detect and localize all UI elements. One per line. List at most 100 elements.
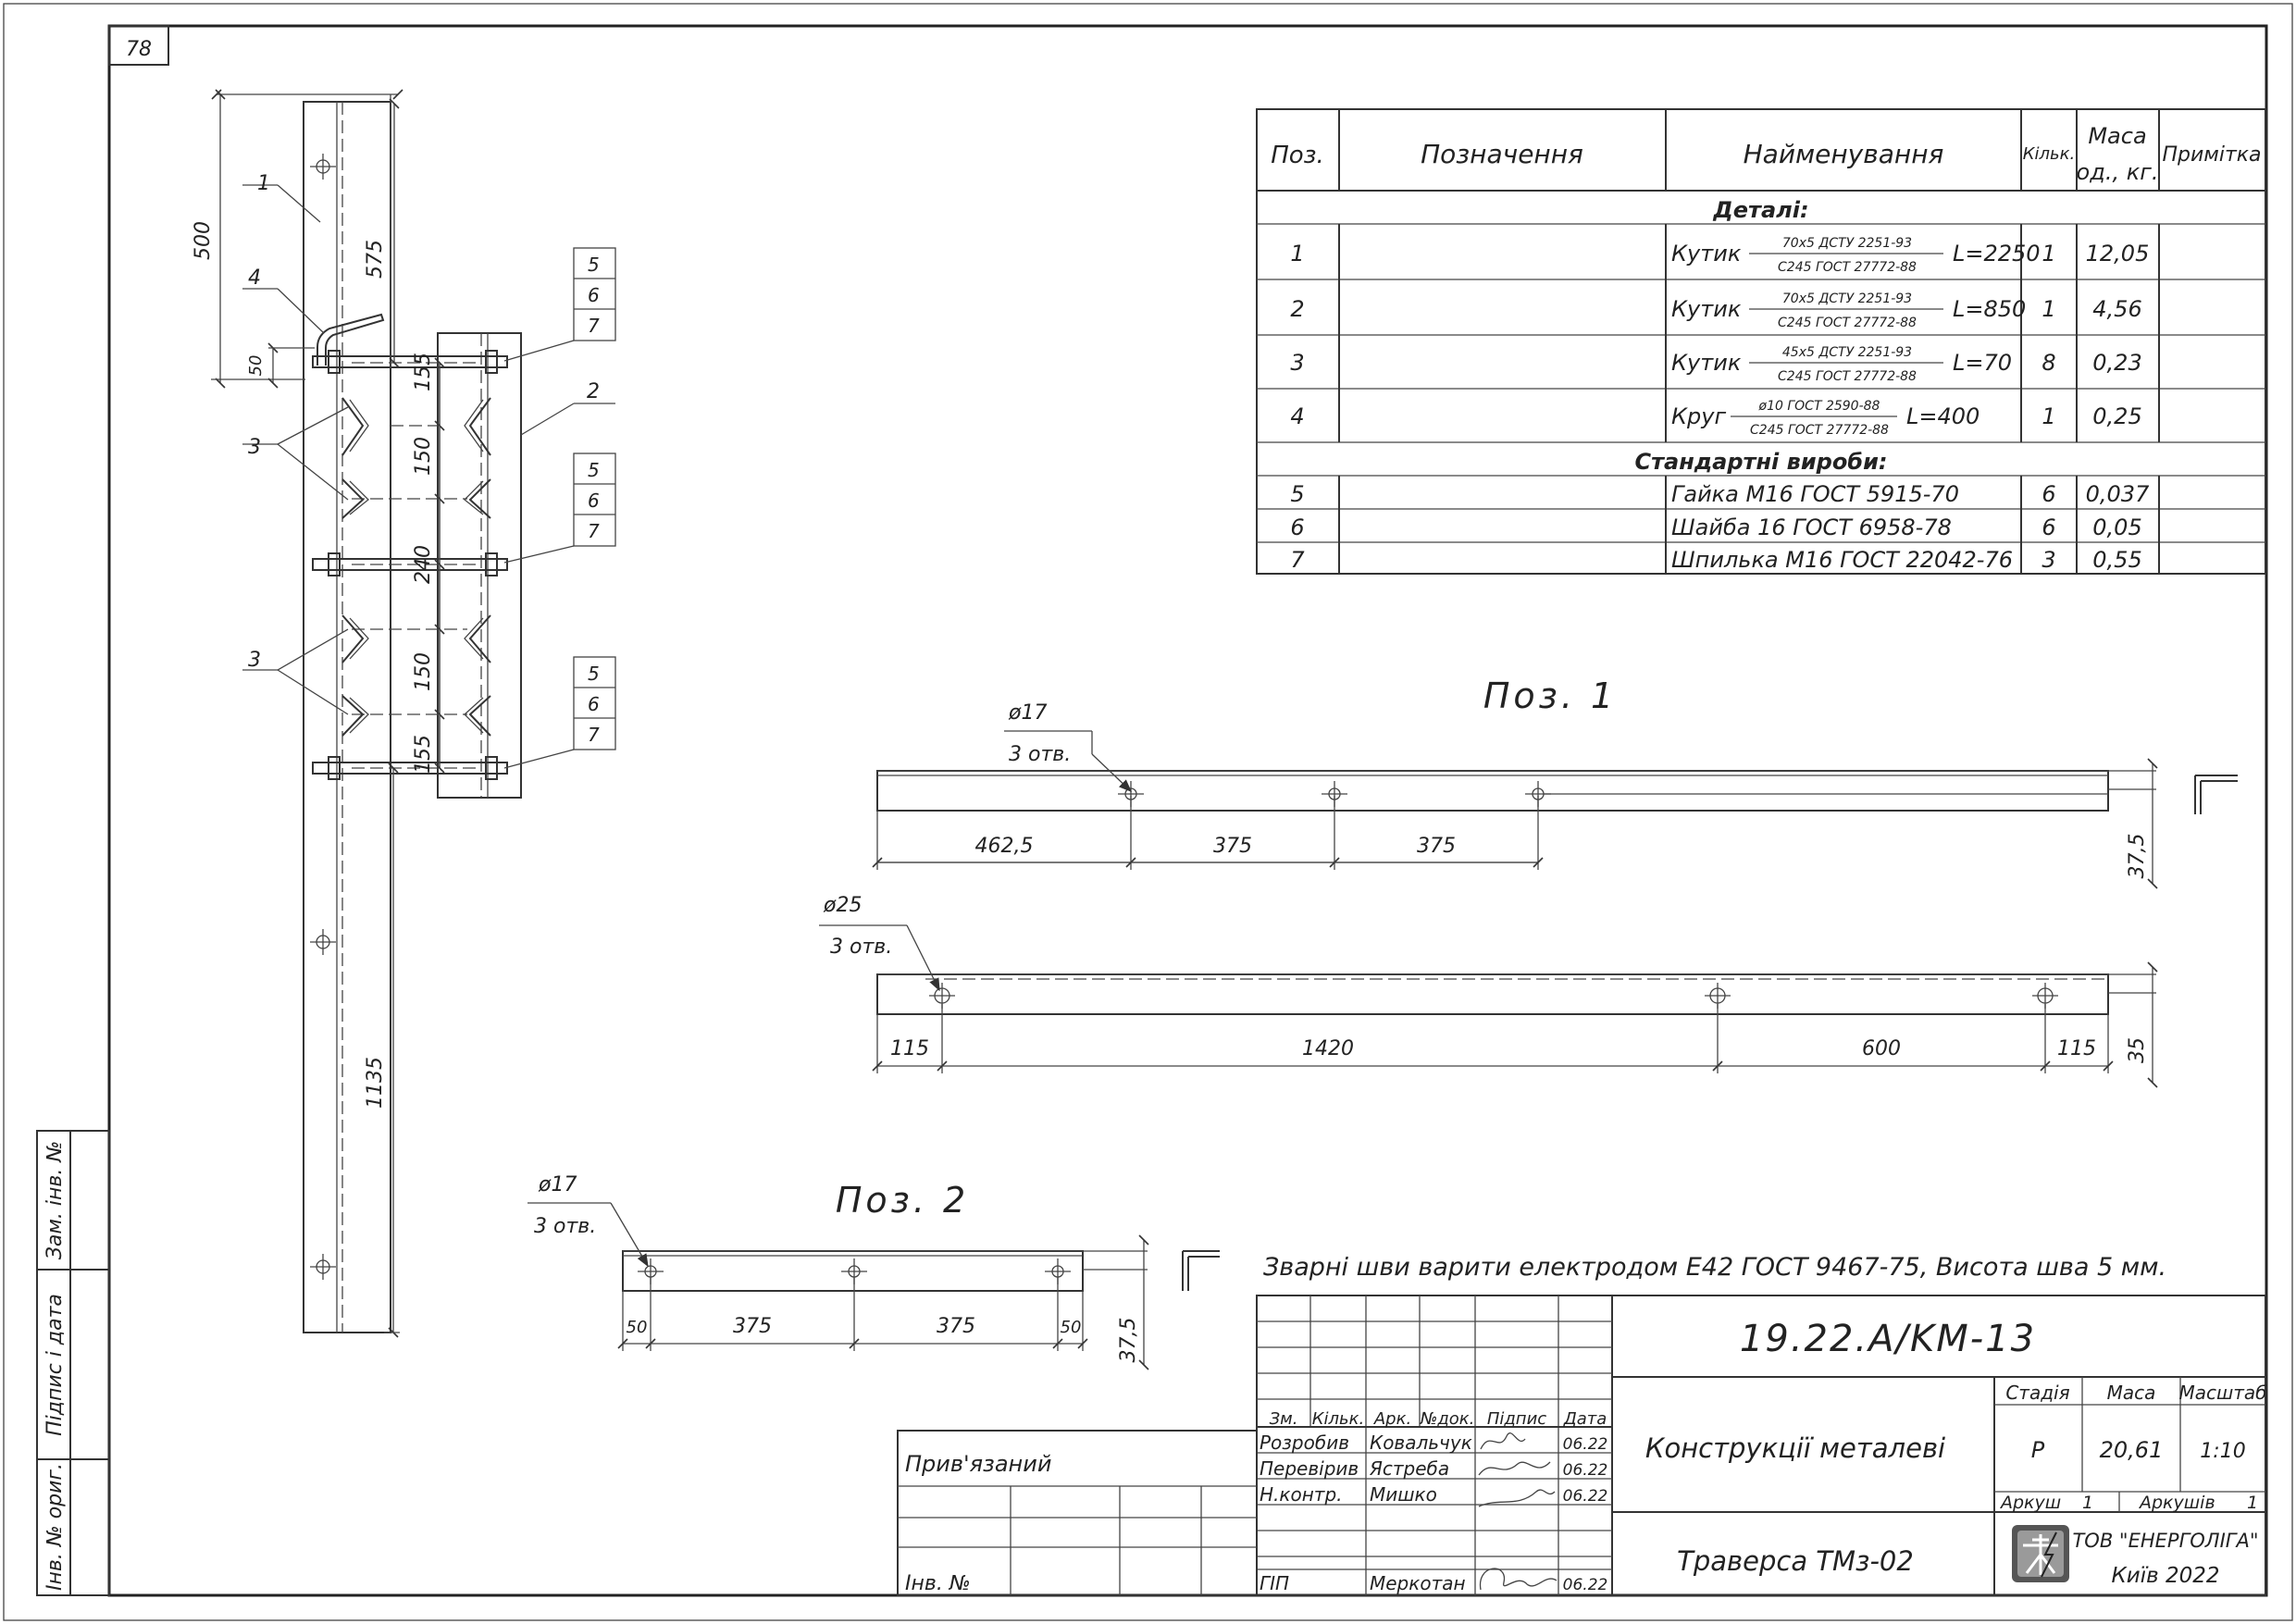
th-mass1: Маса [2088, 123, 2146, 149]
svg-text:1: 1 [2042, 241, 2055, 267]
svg-text:06.22: 06.22 [1563, 1487, 1608, 1506]
callout-1: 1 [257, 172, 270, 195]
company-name: ТОВ "ЕНЕРГОЛІГА" [2072, 1530, 2258, 1552]
pos1-dim-1420: 1420 [1302, 1037, 1354, 1060]
callout-3a: 3 [248, 436, 261, 459]
dim-240: 240 [412, 545, 435, 584]
spec-row: 4 Круг ø10 ГОСТ 2590-88 С245 ГОСТ 27772-… [1290, 399, 2141, 438]
dim-150-a: 150 [412, 437, 435, 476]
svg-text:Ястреба: Ястреба [1369, 1457, 1449, 1480]
svg-text:1: 1 [2042, 403, 2055, 429]
svg-text:ø10 ГОСТ 2590-88: ø10 ГОСТ 2590-88 [1758, 399, 1880, 414]
svg-text:06.22: 06.22 [1563, 1576, 1608, 1594]
signer-row: Розробив Ковальчук 06.22 [1260, 1432, 1607, 1454]
th-name: Найменування [1744, 139, 1944, 169]
svg-text:С245 ГОСТ 27772-88: С245 ГОСТ 27772-88 [1750, 423, 1889, 438]
signer-row: ГІП Меркотан 06.22 [1260, 1572, 1607, 1594]
svg-text:0,037: 0,037 [2086, 481, 2150, 507]
svg-text:6: 6 [2042, 481, 2055, 507]
spec-row: 2 Кутик 70x5 ДСТУ 2251-93 С245 ГОСТ 2777… [1290, 291, 2141, 330]
small-angles-pos3 [341, 397, 491, 737]
callout-3b: 3 [248, 649, 261, 672]
angle-pos1 [303, 101, 391, 1333]
pos2-hole-count: 3 отв. [534, 1215, 596, 1238]
svg-text:2: 2 [1290, 296, 1304, 322]
studs [312, 350, 508, 780]
pos1-dim-35: 35 [2126, 1037, 2149, 1063]
callout-7b: 7 [588, 520, 600, 542]
dim-1135: 1135 [364, 1057, 387, 1109]
svg-text:6: 6 [1290, 514, 1304, 540]
svg-text:L=850: L=850 [1953, 296, 2026, 322]
stage-value: Р [2031, 1437, 2045, 1463]
svg-text:Гайка М16 ГОСТ 5915-70: Гайка М16 ГОСТ 5915-70 [1671, 481, 1959, 507]
th-designation: Позначення [1421, 139, 1583, 169]
col-zm: Зм. [1270, 1409, 1298, 1429]
svg-text:8: 8 [2042, 350, 2055, 376]
svg-text:70x5 ДСТУ 2251-93: 70x5 ДСТУ 2251-93 [1782, 291, 1912, 306]
svg-text:С245 ГОСТ 27772-88: С245 ГОСТ 27772-88 [1778, 260, 1917, 275]
th-pos: Поз. [1271, 142, 1324, 169]
svg-text:06.22: 06.22 [1563, 1435, 1608, 1454]
pos1-dim-375b: 375 [1417, 835, 1456, 858]
svg-text:ГІП: ГІП [1260, 1572, 1289, 1594]
dim-575: 575 [364, 240, 387, 279]
callout-2: 2 [587, 380, 600, 403]
dim-155-bottom: 155 [412, 735, 435, 774]
sheet-label: Аркуш [1999, 1493, 2061, 1513]
sheet-number: 78 [126, 38, 152, 61]
inv-label: Інв. № [905, 1572, 971, 1595]
callout-leaders [242, 184, 616, 769]
svg-text:06.22: 06.22 [1563, 1461, 1608, 1480]
svg-text:3: 3 [2042, 547, 2055, 573]
spec-table [1256, 108, 2266, 575]
pos1-hole1-count: 3 отв. [1009, 743, 1071, 766]
spec-row: 6 Шайба 16 ГОСТ 6958-78 6 0,05 [1290, 514, 2141, 540]
angle-pos2 [437, 332, 522, 799]
pos2-dim-50b: 50 [1061, 1318, 1082, 1337]
svg-text:1: 1 [2042, 296, 2055, 322]
callout-6c: 6 [588, 693, 600, 715]
dim-155-top: 155 [412, 353, 435, 391]
svg-text:С245 ГОСТ 27772-88: С245 ГОСТ 27772-88 [1778, 369, 1917, 384]
spec-row: 7 Шпилька М16 ГОСТ 22042-76 3 0,55 [1290, 547, 2141, 573]
pos1-dim-462: 462,5 [975, 835, 1034, 858]
col-kilk: Кільк. [1312, 1409, 1365, 1429]
side-sign-date: Підпис і дата [43, 1294, 67, 1436]
spec-row: 3 Кутик 45x5 ДСТУ 2251-93 С245 ГОСТ 2777… [1290, 345, 2141, 384]
svg-text:0,25: 0,25 [2092, 403, 2141, 429]
svg-text:12,05: 12,05 [2086, 241, 2150, 267]
svg-text:С245 ГОСТ 27772-88: С245 ГОСТ 27772-88 [1778, 316, 1917, 330]
dim-150-b: 150 [412, 652, 435, 691]
assembly-view: 500 575 50 155 150 240 150 155 1135 1 4 … [192, 89, 616, 1338]
pos1-dim-115b: 115 [2057, 1037, 2096, 1060]
svg-text:6: 6 [2042, 514, 2055, 540]
pos2-hole-dia: ø17 [538, 1173, 577, 1196]
rod-pos4 [316, 313, 385, 366]
svg-text:3: 3 [1290, 350, 1304, 376]
pos1-dim-115a: 115 [890, 1037, 929, 1060]
svg-text:Ковальчук: Ковальчук [1370, 1432, 1472, 1454]
scale-value: 1:10 [2200, 1440, 2245, 1463]
sheets-label: Аркушів [2138, 1493, 2215, 1513]
svg-text:Розробив: Розробив [1260, 1432, 1349, 1454]
sheet-number-box [108, 25, 169, 66]
mass-header: Маса [2107, 1382, 2156, 1404]
welding-note: Зварні шви варити електродом Е42 ГОСТ 94… [1263, 1253, 2166, 1282]
svg-text:70x5 ДСТУ 2251-93: 70x5 ДСТУ 2251-93 [1782, 236, 1912, 251]
pos1-dim-375a: 375 [1213, 835, 1252, 858]
pos2-view [527, 1202, 1220, 1370]
callout-6a: 6 [588, 284, 600, 306]
section-standard: Стандартні вироби: [1635, 449, 1888, 475]
svg-text:5: 5 [1290, 481, 1304, 507]
svg-text:Шайба 16 ГОСТ 6958-78: Шайба 16 ГОСТ 6958-78 [1671, 514, 1952, 540]
svg-text:Перевірив: Перевірив [1260, 1457, 1359, 1480]
company-city: Київ 2022 [2111, 1564, 2219, 1588]
pos2-title: Поз. 2 [836, 1180, 969, 1221]
th-mass2: од., кг. [2077, 159, 2159, 185]
pos1-dim-375-h: 37,5 [2126, 834, 2149, 879]
signature-scribbles [1478, 1432, 1558, 1591]
stage-header: Стадія [2005, 1382, 2069, 1404]
col-ark: Арк. [1373, 1409, 1411, 1429]
callout-7c: 7 [588, 724, 600, 746]
